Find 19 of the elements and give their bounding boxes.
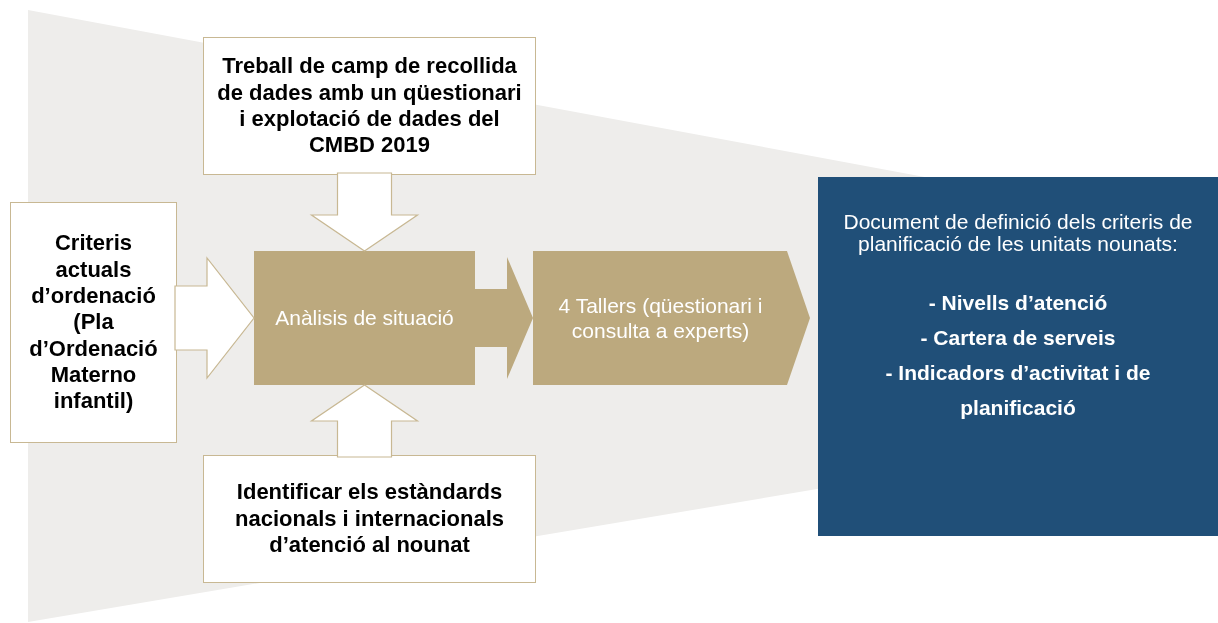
process-box <box>254 251 475 385</box>
text-box <box>10 202 177 443</box>
box-text: - Indicadors d’activitat i de planificació <box>884 360 1152 422</box>
block-arrow <box>309 172 420 252</box>
box-text: 4 Tallers (qüestionari i consulta a experts) <box>557 292 764 344</box>
box-text: Treball de camp de recollida de dades amb un qüestionari i explotació de dades del CMBD 2019 <box>216 53 523 159</box>
block-arrow <box>174 256 255 380</box>
box-text: - Cartera de serveis <box>920 325 1116 352</box>
box-text: Criteris actuals d’ordenació (Pla d’Ordenació Materno infantil) <box>28 230 159 415</box>
text-box <box>203 37 536 175</box>
document-box <box>818 177 1218 536</box>
block-arrow <box>309 384 420 458</box>
chevron-shape <box>533 251 810 385</box>
box-text: Anàlisis de situació <box>275 305 454 331</box>
block-arrow <box>473 257 533 379</box>
box-text: - Nivells d’atenció <box>928 290 1108 317</box>
text-box <box>203 455 536 583</box>
box-text: Document de definició dels criteris de planificació de les unitats nounats: <box>842 211 1194 256</box>
box-text: Identificar els estàndards nacionals i internacionals d’atenció al nounat <box>234 479 505 559</box>
